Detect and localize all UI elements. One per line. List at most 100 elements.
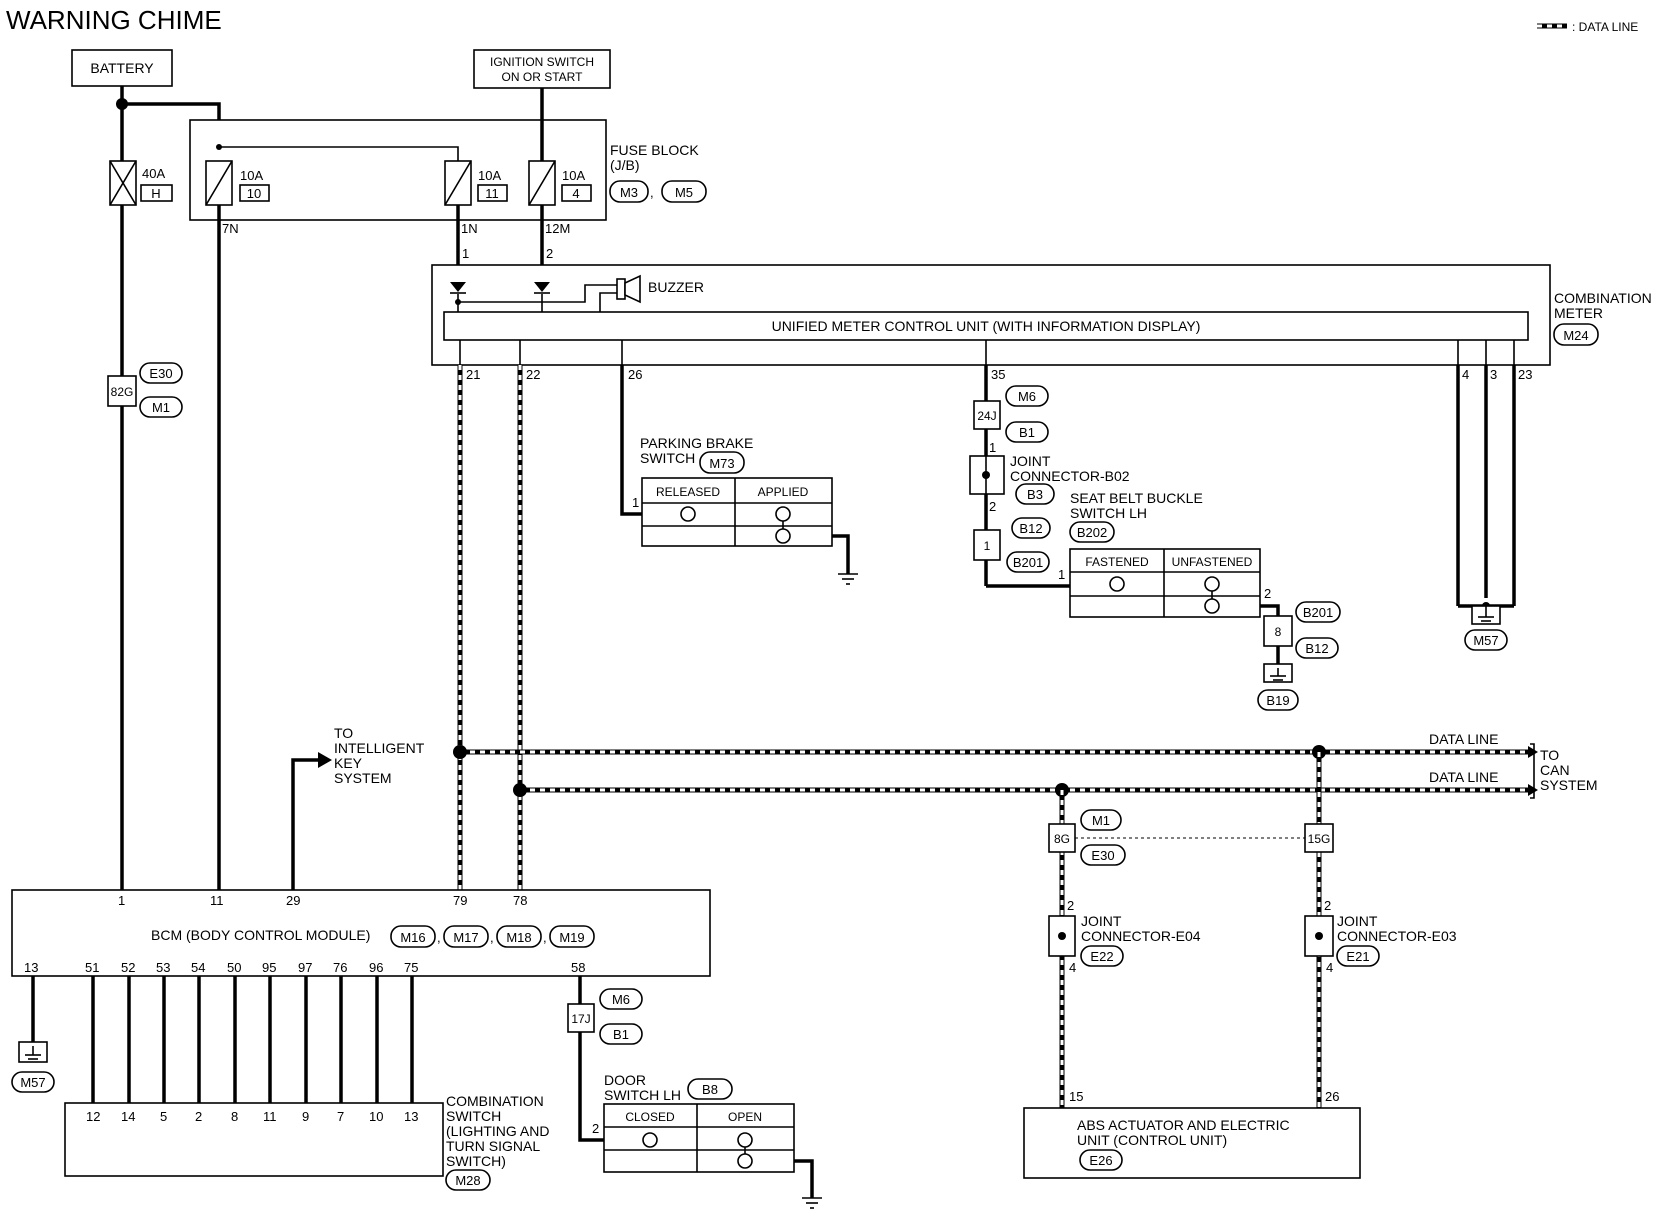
connector-badge-m5: M5 xyxy=(661,180,707,203)
svg-text:10A: 10A xyxy=(240,168,263,183)
combination-meter: COMBINATION METER M24 BUZZER UNIFIED MET… xyxy=(431,264,1652,382)
svg-text:82G: 82G xyxy=(111,385,134,399)
svg-text:FASTENED: FASTENED xyxy=(1085,555,1149,569)
svg-text:INTELLIGENT: INTELLIGENT xyxy=(334,740,425,756)
svg-text:53: 53 xyxy=(156,960,170,975)
intelligent-key-link: TO INTELLIGENT KEY SYSTEM xyxy=(291,725,425,890)
svg-text:12: 12 xyxy=(86,1109,100,1124)
bcm-ground: M57 xyxy=(11,976,55,1093)
svg-text:SYSTEM: SYSTEM xyxy=(1540,777,1598,793)
svg-text:14: 14 xyxy=(121,1109,135,1124)
svg-text:SEAT BELT BUCKLE: SEAT BELT BUCKLE xyxy=(1070,490,1203,506)
abs-connector: E26 xyxy=(1089,1153,1112,1168)
fuse-10a-4: 10A 4 xyxy=(528,120,592,206)
svg-text:,: , xyxy=(490,930,494,945)
svg-text:15: 15 xyxy=(1069,1089,1083,1104)
svg-text:35: 35 xyxy=(991,367,1005,382)
svg-text:10: 10 xyxy=(247,186,261,201)
svg-text:M3: M3 xyxy=(620,185,638,200)
svg-text:PARKING BRAKE: PARKING BRAKE xyxy=(640,435,753,451)
svg-text:CONNECTOR-E03: CONNECTOR-E03 xyxy=(1337,928,1457,944)
svg-text:,: , xyxy=(650,185,654,200)
svg-text:76: 76 xyxy=(333,960,347,975)
svg-text:M6: M6 xyxy=(1018,389,1036,404)
svg-text:APPLIED: APPLIED xyxy=(758,485,809,499)
connector-badge-m3: M3 xyxy=(609,180,649,203)
fuse-h-amp: 40A xyxy=(142,166,165,181)
svg-text:B12: B12 xyxy=(1305,641,1328,656)
terminal-12m: 12M xyxy=(545,221,570,236)
svg-text:1: 1 xyxy=(632,495,639,510)
svg-text:17J: 17J xyxy=(571,1012,590,1026)
svg-text:26: 26 xyxy=(628,367,642,382)
data-line-label-2: DATA LINE xyxy=(1429,769,1499,785)
data-line-legend: : DATA LINE xyxy=(1537,20,1638,34)
fuse-h-id: H xyxy=(151,186,160,201)
buzzer-label: BUZZER xyxy=(648,279,704,295)
svg-text:M57: M57 xyxy=(20,1075,45,1090)
fuse-block-label: FUSE BLOCK xyxy=(610,142,699,158)
svg-text:M1: M1 xyxy=(152,400,170,415)
svg-text:4: 4 xyxy=(1462,367,1469,382)
fuse-40a-h: 40A H xyxy=(109,104,173,206)
joint-connector-e03: 2 JOINT CONNECTOR-E03 E21 4 xyxy=(1304,898,1457,975)
svg-text:RELEASED: RELEASED xyxy=(656,485,720,499)
svg-text:OPEN: OPEN xyxy=(728,1110,762,1124)
svg-text:1: 1 xyxy=(984,539,991,553)
combination-meter-label-2: METER xyxy=(1554,305,1603,321)
svg-text:4: 4 xyxy=(572,186,579,201)
svg-text:SWITCH: SWITCH xyxy=(640,450,695,466)
can-system-label: TO CAN SYSTEM xyxy=(1530,743,1598,799)
svg-text:SWITCH LH: SWITCH LH xyxy=(1070,505,1147,521)
meter-pin-2: 2 xyxy=(546,246,553,261)
fuse-block: FUSE BLOCK (J/B) M3 , M5 10A 10 10A 11 xyxy=(189,119,707,236)
svg-text:24J: 24J xyxy=(977,409,996,423)
battery-label: BATTERY xyxy=(90,60,154,76)
svg-text:5: 5 xyxy=(160,1109,167,1124)
svg-text:10: 10 xyxy=(369,1109,383,1124)
legend-label: : DATA LINE xyxy=(1572,20,1638,34)
seat-belt-connector: B202 xyxy=(1077,525,1107,540)
combination-switch-connector: M28 xyxy=(455,1173,480,1188)
data-line-label-1: DATA LINE xyxy=(1429,731,1499,747)
svg-text:M16: M16 xyxy=(400,930,425,945)
bcm-bottom-pins: 13 51 52 53 54 50 95 97 76 96 75 58 xyxy=(24,960,585,975)
svg-text:2: 2 xyxy=(1264,586,1271,601)
bcm-label: BCM (BODY CONTROL MODULE) xyxy=(151,927,370,943)
svg-text:21: 21 xyxy=(466,367,480,382)
svg-text:B1: B1 xyxy=(613,1027,629,1042)
svg-text:TO: TO xyxy=(334,725,353,741)
svg-text:51: 51 xyxy=(85,960,99,975)
svg-text:E30: E30 xyxy=(149,366,172,381)
joint-connector-b02: 1 JOINT CONNECTOR-B02 B3 2 xyxy=(969,440,1130,514)
svg-text:JOINT: JOINT xyxy=(1010,453,1051,469)
svg-text:M6: M6 xyxy=(612,992,630,1007)
inline-connector-17j: 17J M6 B1 xyxy=(567,988,643,1045)
fuse-block-jb: (J/B) xyxy=(610,157,640,173)
fuse-10a-10: 10A 10 xyxy=(205,160,270,206)
svg-text:B3: B3 xyxy=(1027,487,1043,502)
svg-text:10A: 10A xyxy=(562,168,585,183)
buzzer-icon xyxy=(616,274,641,304)
svg-text:11: 11 xyxy=(485,186,499,201)
svg-text:11: 11 xyxy=(210,893,224,908)
svg-text:78: 78 xyxy=(513,893,527,908)
svg-text:CONNECTOR-B02: CONNECTOR-B02 xyxy=(1010,468,1130,484)
svg-text:JOINT: JOINT xyxy=(1337,913,1378,929)
svg-text:SWITCH): SWITCH) xyxy=(446,1153,506,1169)
svg-text:4: 4 xyxy=(1326,960,1333,975)
svg-text:M1: M1 xyxy=(1092,813,1110,828)
svg-text:54: 54 xyxy=(191,960,205,975)
svg-text:CLOSED: CLOSED xyxy=(625,1110,675,1124)
parking-brake-connector: M73 xyxy=(709,456,734,471)
meter-pin-1: 1 xyxy=(462,246,469,261)
svg-text:DOOR: DOOR xyxy=(604,1072,646,1088)
svg-text:1: 1 xyxy=(1058,567,1065,582)
svg-text:E22: E22 xyxy=(1090,949,1113,964)
svg-text:22: 22 xyxy=(526,367,540,382)
svg-text:,: , xyxy=(543,930,547,945)
svg-text:2: 2 xyxy=(1067,898,1074,913)
svg-text:95: 95 xyxy=(262,960,276,975)
joint-connector-e04: 2 JOINT CONNECTOR-E04 E22 4 xyxy=(1048,898,1201,975)
